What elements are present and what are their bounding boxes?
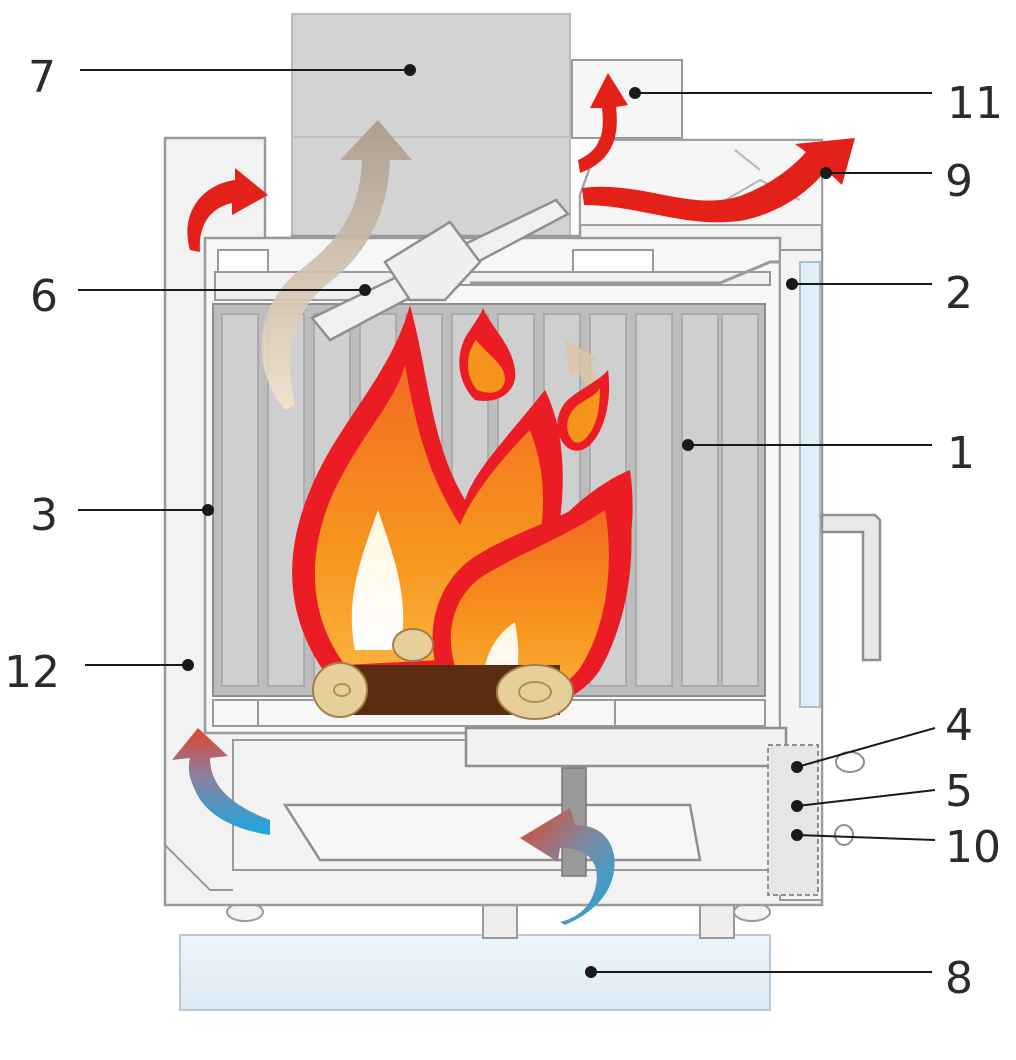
leader-lines bbox=[78, 64, 936, 978]
label-3: 3 bbox=[30, 490, 58, 541]
grate-bar bbox=[464, 726, 788, 768]
flame-core-left bbox=[351, 510, 404, 650]
smoke-flow-arrow bbox=[261, 120, 412, 410]
label-4: 4 bbox=[945, 700, 973, 751]
label-10: 10 bbox=[945, 822, 1001, 873]
label-6: 6 bbox=[30, 271, 58, 322]
leader-dot-4 bbox=[791, 761, 803, 773]
leader-dot-7 bbox=[404, 64, 416, 76]
leader-dot-6 bbox=[359, 284, 371, 296]
label-2: 2 bbox=[945, 268, 973, 319]
firewood-logs bbox=[312, 628, 574, 720]
leader-line-10 bbox=[796, 834, 936, 841]
door-glass bbox=[799, 261, 821, 708]
leader-dot-8 bbox=[585, 966, 597, 978]
flame-small-1-inner bbox=[467, 340, 505, 393]
leader-dot-9 bbox=[820, 167, 832, 179]
intake-air-arrow-left bbox=[172, 728, 270, 835]
baffle-shelf-mid bbox=[572, 249, 654, 273]
control-knob-10 bbox=[834, 824, 854, 846]
label-11: 11 bbox=[947, 78, 1003, 129]
door-handle bbox=[820, 513, 882, 662]
left-corner-bevel bbox=[164, 844, 233, 891]
leader-dot-3 bbox=[202, 504, 214, 516]
leader-dot-10 bbox=[791, 829, 803, 841]
ash-pan bbox=[282, 803, 702, 862]
hot-air-arrow-right bbox=[582, 138, 855, 223]
log-end-left bbox=[312, 662, 368, 718]
log-end-right bbox=[496, 664, 574, 720]
intake-air-arrow-center bbox=[520, 808, 615, 925]
leader-dot-1 bbox=[682, 439, 694, 451]
stove-leg-center bbox=[482, 902, 518, 939]
damper-bracket bbox=[383, 220, 482, 302]
air-tube-2 bbox=[470, 260, 785, 285]
leader-dot-2 bbox=[786, 278, 798, 290]
hot-air-arrow-left-top bbox=[187, 168, 268, 252]
log-end-right-ring bbox=[518, 681, 552, 703]
label-1: 1 bbox=[947, 428, 975, 479]
flame-small-2-inner bbox=[567, 388, 600, 443]
label-12: 12 bbox=[4, 647, 60, 698]
leader-dot-11 bbox=[629, 87, 641, 99]
log-end-left-ring bbox=[333, 683, 351, 697]
flue-pipe bbox=[291, 13, 571, 237]
label-7: 7 bbox=[28, 52, 56, 103]
baffle-shelf-left bbox=[217, 249, 269, 273]
leader-dot-5 bbox=[791, 800, 803, 812]
label-8: 8 bbox=[945, 953, 973, 1004]
leader-line-4 bbox=[796, 727, 936, 768]
log-end-back bbox=[392, 628, 434, 662]
hot-air-arrow-top bbox=[578, 73, 628, 173]
convection-outlet-box bbox=[571, 59, 683, 139]
leader-dot-12 bbox=[182, 659, 194, 671]
leader-line-5 bbox=[796, 789, 936, 807]
label-9: 9 bbox=[945, 156, 973, 207]
label-5: 5 bbox=[945, 766, 973, 817]
stove-leg-right bbox=[699, 902, 735, 939]
